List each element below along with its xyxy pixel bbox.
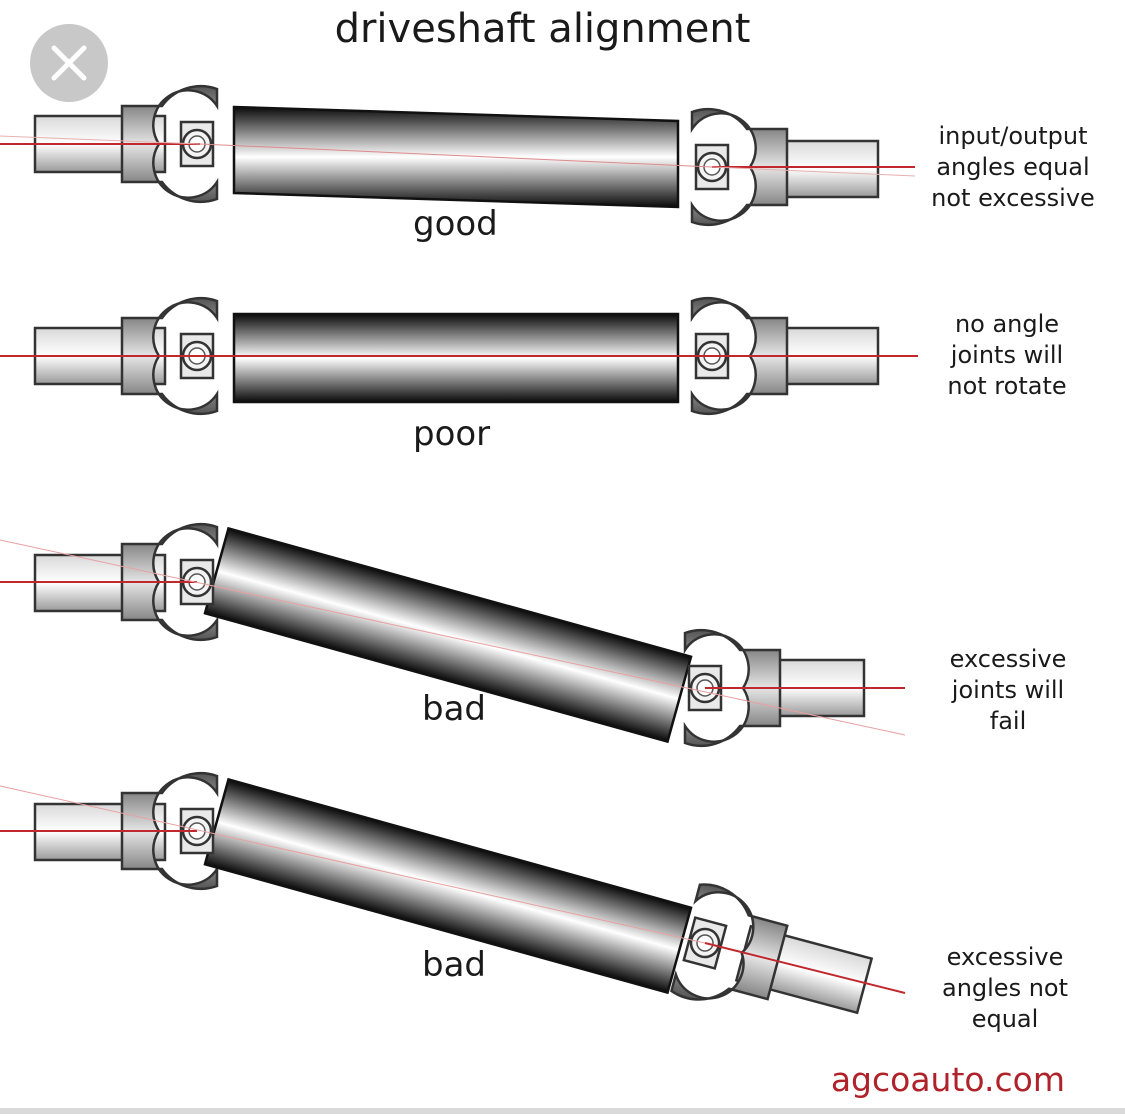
rating-label-bad-2: bad <box>422 945 486 985</box>
rating-label-good: good <box>413 204 498 244</box>
row-poor <box>0 296 918 416</box>
note-line: fail <box>989 707 1027 735</box>
rating-label-poor: poor <box>413 414 491 454</box>
note-line: excessive <box>946 943 1064 971</box>
note-line: no angle <box>954 310 1060 338</box>
row-bad-excessive <box>0 522 906 748</box>
note-poor: no angle joints will not rotate <box>912 309 1102 402</box>
note-line: input/output <box>938 122 1088 150</box>
note-bad-unequal: excessive angles not equal <box>910 942 1100 1035</box>
page-title: driveshaft alignment <box>334 6 751 52</box>
note-line: not rotate <box>947 372 1067 400</box>
note-line: joints will <box>951 676 1065 704</box>
close-icon <box>51 45 87 81</box>
note-line: excessive <box>949 645 1067 673</box>
note-good: input/output angles equal not excessive <box>918 121 1108 214</box>
row-bad-unequal <box>0 771 906 1020</box>
bottom-divider <box>0 1108 1125 1114</box>
note-line: joints will <box>950 341 1064 369</box>
row-good <box>0 84 916 227</box>
note-line: angles not <box>941 974 1069 1002</box>
note-bad-excessive: excessive joints will fail <box>913 644 1103 737</box>
note-line: not excessive <box>931 184 1095 212</box>
rating-label-bad-1: bad <box>422 689 486 729</box>
note-line: equal <box>971 1005 1039 1033</box>
brand-watermark: agcoauto.com <box>830 1060 1065 1099</box>
close-button[interactable] <box>30 24 108 102</box>
note-line: angles equal <box>936 153 1090 181</box>
